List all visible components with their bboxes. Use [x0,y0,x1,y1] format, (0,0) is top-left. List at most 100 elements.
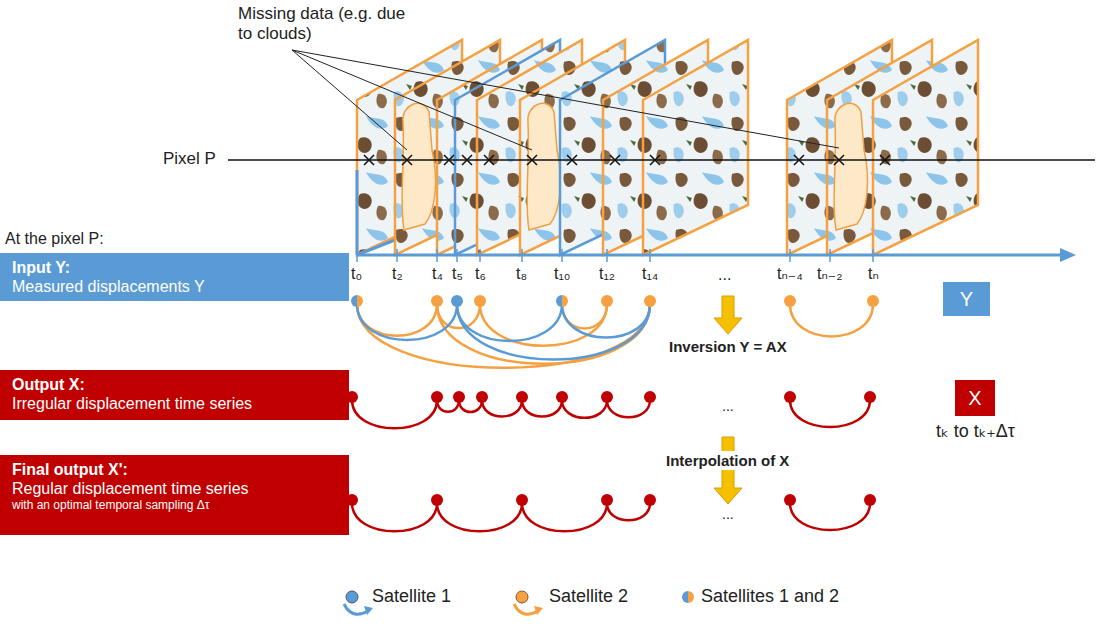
time-label: t₅ [452,265,463,283]
time-tick [436,249,438,262]
frame-edge [356,170,359,255]
measure-dot [867,295,879,307]
series-dot [556,391,568,403]
annotation: Interpolation of X [663,451,792,470]
leader-line [292,50,407,150]
drawing-polygon [714,296,742,334]
image-frame [873,40,978,255]
pair-arc [790,304,873,336]
drawing-polygon [364,606,373,615]
pixel-cross [444,155,454,165]
series-dot [644,494,656,506]
annotation: At the pixel P: [5,230,104,248]
measure-dot [601,295,613,307]
pair-arc [522,400,562,417]
time-label: t₆ [475,265,486,283]
drawing-path [682,591,688,603]
pair-arc [457,304,650,360]
image-stack [357,40,978,255]
legend-text: Satellites 1 and 2 [701,586,839,607]
measure-dot [784,295,796,307]
pair-arc [437,503,522,531]
measure-dot [556,295,562,307]
series-dot [516,391,528,403]
pair-arc [522,503,607,531]
time-label: ... [718,266,731,284]
yellow-arrows [714,296,742,504]
timeline [357,254,1062,257]
series-dot [431,391,443,403]
frame-edge [357,240,395,255]
time-tick [561,249,563,262]
image-frame [643,40,748,255]
pair-arc [352,503,437,531]
series-dot [784,391,796,403]
pixel-cross [610,155,620,165]
time-tick [829,249,831,262]
time-label: t₁₀ [554,265,570,283]
missing-data-area [527,103,561,230]
time-tick [872,249,874,262]
measure-dot [431,295,443,307]
time-tick [396,249,398,262]
row-heading: Input Y: [12,258,337,277]
drawing-path [688,591,694,603]
annotation: Missing data (e.g. due to clouds) [238,4,406,43]
time-label: t₁₂ [599,265,615,283]
satellite-image [873,40,978,255]
time-label: tₙ₋₄ [777,265,803,283]
measure-dot [644,295,656,307]
pixel-track [228,50,1095,165]
pair-arc [790,503,870,530]
pixel-cross [527,155,537,165]
time-tick [606,249,608,262]
pair-arc [607,503,650,520]
drawing-polygon [534,606,543,615]
pair-arc [357,304,650,368]
pixel-cross [402,155,412,165]
pixel-cross [794,155,804,165]
drawing-polygon [714,437,742,504]
pair-arc [482,400,522,417]
row-heading: Output X: [12,375,337,394]
time-tick [649,249,651,262]
drawing-circle [516,591,528,603]
pixel-cross [364,155,374,165]
pair-arc [562,400,607,418]
annotation: Pixel P [163,149,216,169]
annotation: ... [722,506,734,522]
missing-data-area [402,103,436,230]
time-label: t₄ [432,265,443,283]
pair-arc [352,400,437,428]
pixel-cross [462,155,472,165]
pair-arc [357,304,457,340]
drawing-circle [346,591,358,603]
time-tick [356,249,358,262]
row-heading: Final output X': [12,460,337,479]
time-tick [456,249,458,262]
series-dot [516,494,528,506]
row-text: X [968,386,981,410]
measure-dot [451,295,463,307]
pixel-line [228,159,1095,160]
series-dot [431,494,443,506]
series-dot [601,391,613,403]
row-text: with an optimal temporal sampling Δτ [12,498,337,512]
symbol-box: Y [943,282,990,316]
legend-text: Satellite 2 [549,586,628,607]
time-series [346,248,1076,531]
row-text: Measured displacements Y [12,277,337,296]
time-label: t₂ [392,265,403,283]
pair-arc [790,400,870,427]
pair-arc [562,304,650,337]
leader-line [292,50,839,148]
series-dot [453,391,465,403]
time-label: t₀ [351,265,362,283]
pair-arc [607,400,650,417]
series-dot [476,391,488,403]
row-title-box: Final output X':Regular displacement tim… [0,455,349,535]
series-dot [644,391,656,403]
satellite-image [643,40,748,255]
pixel-cross [650,155,660,165]
